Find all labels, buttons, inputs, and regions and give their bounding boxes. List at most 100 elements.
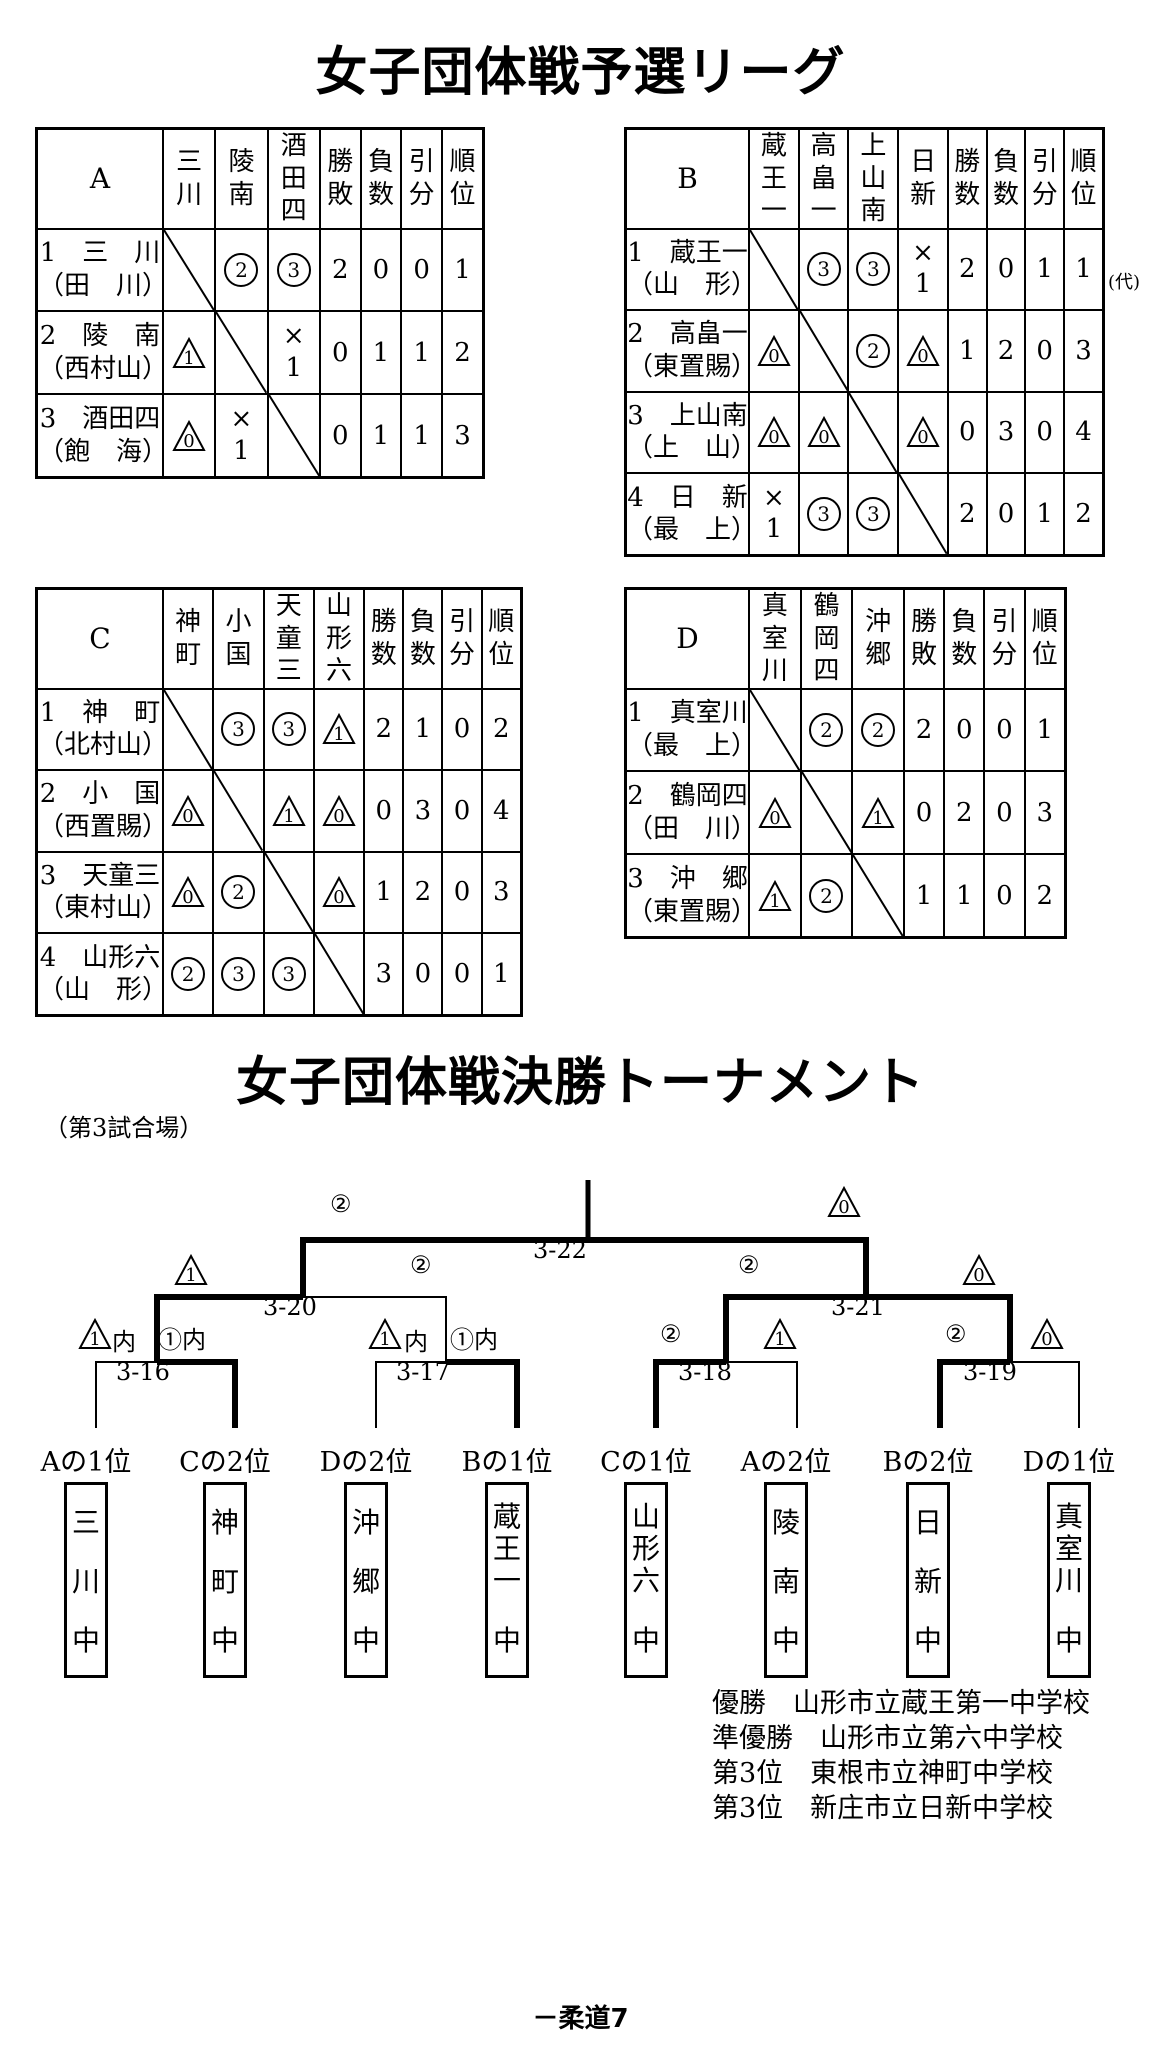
stat-value: 0 <box>985 472 1027 557</box>
opponent-header: 神町 <box>161 587 215 690</box>
stat-value: 0 <box>946 390 988 475</box>
match-result-win: 3 <box>262 687 315 772</box>
svg-text:0: 0 <box>182 887 193 908</box>
circle-icon: 3 <box>856 497 891 532</box>
match-result-loss: 0 <box>748 770 802 856</box>
stat-header: 順位 <box>1023 587 1067 690</box>
triangle-icon: 1 <box>172 336 206 369</box>
self-match-cell <box>748 227 800 312</box>
match-code: 3-19 <box>963 1358 1017 1386</box>
triangle-icon: 0 <box>906 334 940 367</box>
svg-text:1: 1 <box>183 348 194 369</box>
stat-header: 勝敗 <box>318 127 362 230</box>
match-result-loss: 0 <box>161 850 215 935</box>
stat-value: 1 <box>359 310 403 396</box>
seed-position: Aの2位 <box>740 1447 832 1478</box>
match-result-loss: 1 <box>262 769 315 853</box>
self-match-cell <box>797 309 850 393</box>
match-result-draw: ×1 <box>748 472 800 557</box>
result-champion: 優勝 山形市立蔵王第一中学校 <box>712 1688 1090 1719</box>
stat-value: 2 <box>1063 472 1105 557</box>
triangle-icon: 1 <box>763 1318 797 1350</box>
team-name: 1 蔵王一（山 形） <box>624 227 757 312</box>
triangle-icon: 0 <box>962 1254 996 1286</box>
stat-value: 2 <box>402 850 444 935</box>
team-name: 2 鶴岡四（田 川） <box>624 770 757 856</box>
venue-note: （第3試合場） <box>44 1114 204 1142</box>
svg-text:0: 0 <box>818 427 829 448</box>
opponent-header: 陵南 <box>214 127 269 230</box>
svg-text:1: 1 <box>872 808 883 829</box>
stat-value: 3 <box>1063 309 1105 393</box>
self-match-cell <box>897 472 949 557</box>
triangle-icon: 0 <box>827 1186 861 1218</box>
svg-text:1: 1 <box>333 724 344 745</box>
stat-value: 0 <box>1024 309 1066 393</box>
triangle-icon: 1 <box>861 796 895 829</box>
group-name: B <box>624 127 750 230</box>
stat-header: 順位 <box>1063 127 1105 230</box>
match-result-win: 2 <box>161 932 215 1017</box>
opponent-header: 沖郷 <box>851 587 905 690</box>
match-result-loss: 1 <box>161 310 217 396</box>
svg-text:1: 1 <box>89 1329 100 1350</box>
stat-value: 0 <box>943 687 986 773</box>
svg-text:0: 0 <box>917 427 928 448</box>
school-box: 三川中 <box>64 1482 108 1678</box>
stat-header: 負数 <box>402 587 444 690</box>
result-runner-up: 準優勝 山形市立第六中学校 <box>712 1723 1063 1754</box>
team-name: 2 小 国（西置賜） <box>35 769 168 853</box>
stat-value: 2 <box>441 310 485 396</box>
stat-value: 0 <box>441 769 483 853</box>
match-result-loss: 1 <box>312 687 366 772</box>
match-code: 3-21 <box>831 1293 885 1321</box>
stat-header: 勝数 <box>946 127 988 230</box>
score-label: ② <box>330 1190 352 1218</box>
self-match-cell <box>161 227 217 313</box>
stat-value: 1 <box>480 932 523 1017</box>
svg-text:1: 1 <box>185 1265 196 1286</box>
self-match-cell <box>161 687 215 772</box>
stat-value: 3 <box>402 769 444 853</box>
triangle-icon: 0 <box>758 796 792 829</box>
stat-value: 1 <box>1063 227 1105 312</box>
svg-text:0: 0 <box>917 346 928 367</box>
opponent-header: 天童三 <box>262 587 315 690</box>
stat-header: 負数 <box>943 587 986 690</box>
triangle-icon: 0 <box>322 876 356 908</box>
match-code: 3-17 <box>396 1358 450 1386</box>
self-match-cell <box>799 770 854 856</box>
opponent-header: 日新 <box>897 127 949 230</box>
match-result-win: 3 <box>212 687 265 772</box>
stat-header: 負数 <box>985 127 1027 230</box>
stat-value: 1 <box>400 310 443 396</box>
triangle-icon: 1 <box>272 794 306 827</box>
stat-value: 1 <box>1024 472 1066 557</box>
tournament-title: 女子団体戦決勝トーナメント <box>235 1053 925 1113</box>
school-box: 日新中 <box>906 1482 950 1678</box>
match-result-win: 2 <box>851 687 905 773</box>
score-label: ② <box>410 1251 432 1279</box>
svg-text:1: 1 <box>283 806 294 827</box>
stat-value: 1 <box>943 853 986 939</box>
circle-icon: 2 <box>856 333 891 368</box>
loss-triangle-icon: 0 <box>962 1254 996 1286</box>
stat-header: 引分 <box>441 587 483 690</box>
triangle-icon: 0 <box>1030 1318 1064 1350</box>
seed-position: Aの1位 <box>40 1447 132 1478</box>
match-result-draw: ×1 <box>266 310 321 396</box>
circle-icon: 2 <box>861 712 896 747</box>
circle-icon: 2 <box>809 878 844 913</box>
team-name: 1 三 川（田 川） <box>35 227 168 313</box>
opponent-header: 鶴岡四 <box>799 587 854 690</box>
match-code: 3-20 <box>263 1293 317 1321</box>
self-match-cell <box>262 850 315 935</box>
match-result-loss: 0 <box>897 309 949 393</box>
league-title: 女子団体戦予選リーグ <box>315 43 846 103</box>
stat-value: 1 <box>402 687 444 772</box>
match-result-win: 3 <box>847 472 900 557</box>
team-name: 2 高畠一（東置賜） <box>624 309 757 393</box>
triangle-icon: 0 <box>757 416 791 448</box>
school-box: 山形六中 <box>624 1482 668 1678</box>
team-name: 3 天童三（東村山） <box>35 850 168 935</box>
